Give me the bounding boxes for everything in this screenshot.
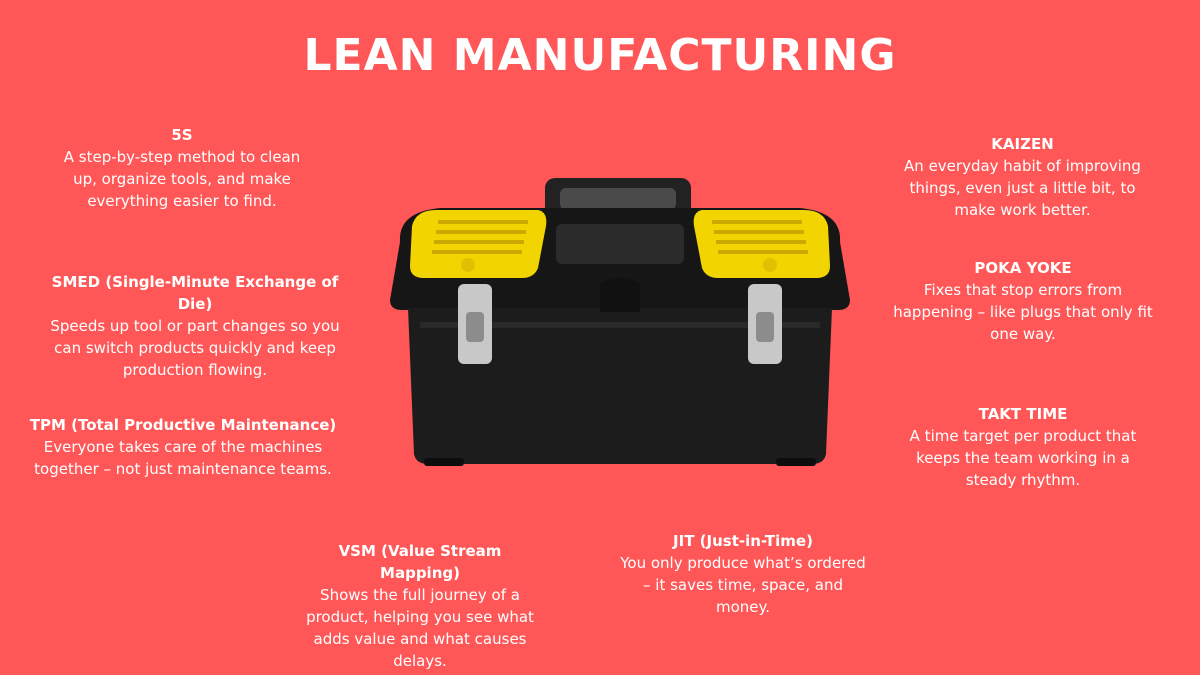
body-rim — [420, 322, 820, 328]
left-foot — [424, 458, 464, 466]
concept-smed-description: Speeds up tool or part changes so you ca… — [50, 317, 340, 379]
right-foot — [776, 458, 816, 466]
concept-jit-heading: JIT (Just-in-Time) — [673, 532, 813, 550]
handle-grip — [560, 188, 676, 210]
left-compartment-knob — [461, 258, 475, 272]
concept-jit: JIT (Just-in-Time) You only produce what… — [618, 530, 868, 618]
concept-jit-description: You only produce what’s ordered – it sav… — [620, 554, 866, 616]
concept-kaizen: KAIZEN An everyday habit of improving th… — [895, 133, 1150, 221]
concept-smed: SMED (Single-Minute Exchange of Die) Spe… — [40, 271, 350, 381]
concept-tpm-heading: TPM (Total Productive Maintenance) — [29, 416, 337, 434]
concept-smed-heading: SMED (Single-Minute Exchange of Die) — [51, 273, 339, 313]
concept-vsm: VSM (Value Stream Mapping) Shows the ful… — [300, 540, 540, 672]
concept-poka-yoke-description: Fixes that stop errors from happening – … — [893, 281, 1153, 343]
box-body — [408, 308, 832, 464]
concept-tpm: TPM (Total Productive Maintenance) Every… — [28, 414, 338, 480]
concept-5s: 5S A step-by-step method to clean up, or… — [52, 124, 312, 212]
concept-5s-heading: 5S — [171, 126, 193, 144]
concept-vsm-description: Shows the full journey of a product, hel… — [306, 586, 534, 670]
concept-poka-yoke: POKA YOKE Fixes that stop errors from ha… — [893, 257, 1153, 345]
right-compartment-knob — [763, 258, 777, 272]
page-title: LEAN MANUFACTURING — [303, 30, 897, 81]
center-clasp — [600, 278, 640, 312]
lid-center-panel — [556, 224, 684, 264]
concept-tpm-description: Everyone takes care of the machines toge… — [34, 438, 332, 478]
concept-5s-description: A step-by-step method to clean up, organ… — [63, 148, 301, 210]
right-compartment-ribs — [712, 220, 808, 254]
concept-takt-time-description: A time target per product that keeps the… — [909, 427, 1137, 489]
concept-poka-yoke-heading: POKA YOKE — [974, 259, 1072, 277]
concept-kaizen-heading: KAIZEN — [991, 135, 1054, 153]
concept-vsm-heading: VSM (Value Stream Mapping) — [338, 542, 502, 582]
concept-takt-time-heading: TAKT TIME — [978, 405, 1068, 423]
toolbox-icon — [380, 172, 860, 472]
concept-takt-time: TAKT TIME A time target per product that… — [893, 403, 1153, 491]
left-compartment-ribs — [432, 220, 528, 254]
concept-kaizen-description: An everyday habit of improving things, e… — [904, 157, 1141, 219]
